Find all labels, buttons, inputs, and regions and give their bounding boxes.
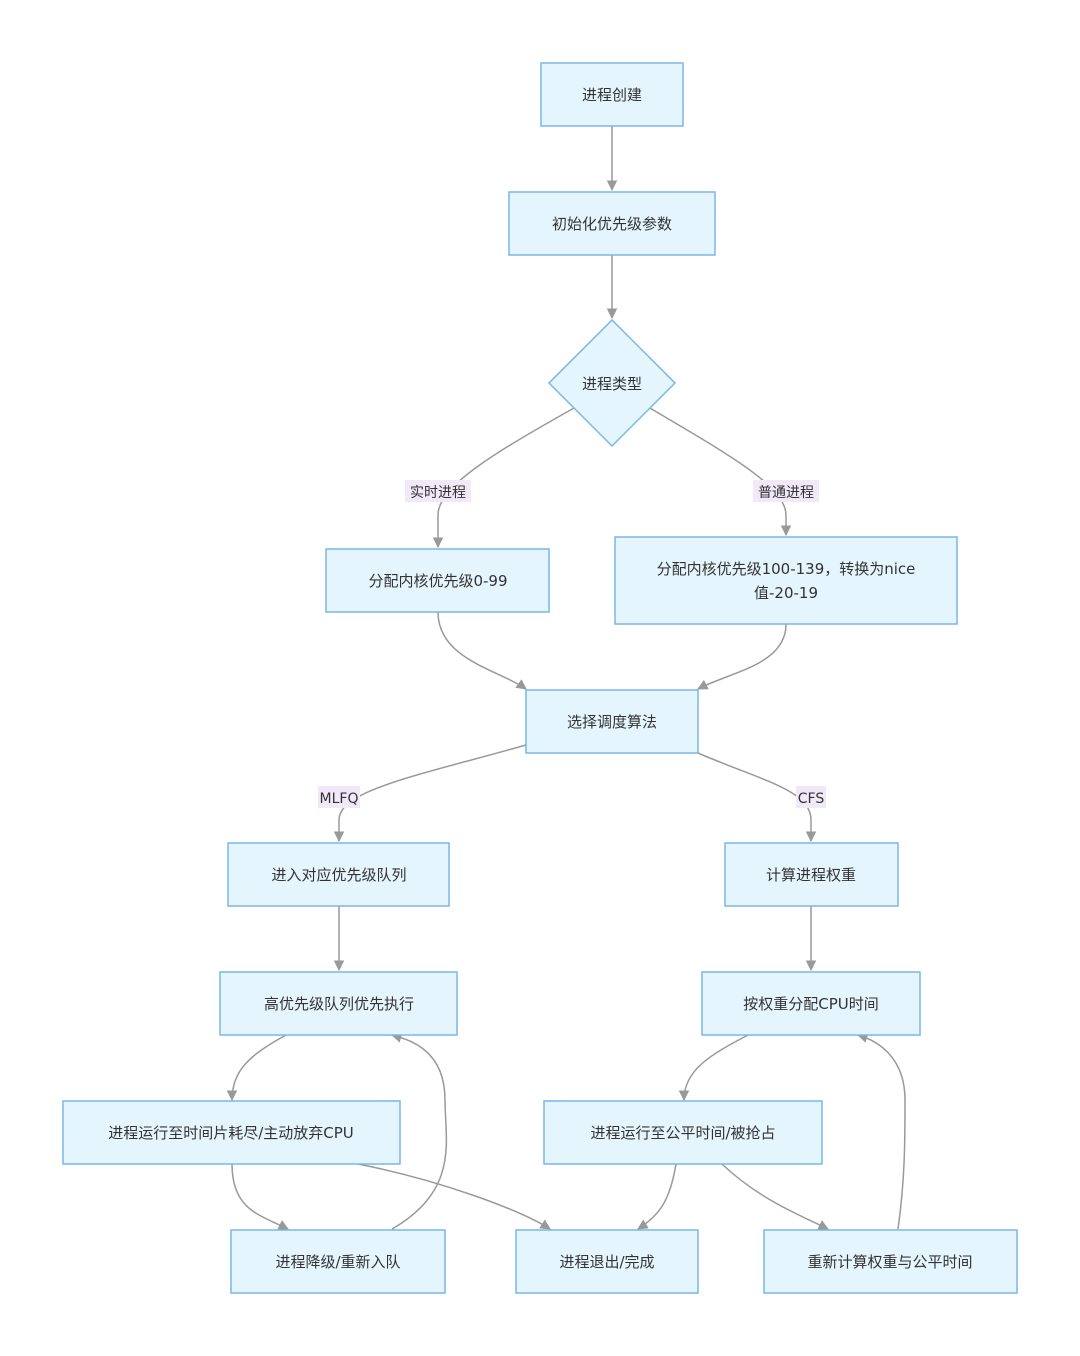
svg-text:进程创建: 进程创建 — [582, 86, 642, 104]
svg-text:分配内核优先级100-139，转换为nice: 分配内核优先级100-139，转换为nice — [657, 560, 916, 578]
edge-type-rt — [432, 407, 575, 549]
svg-text:初始化优先级参数: 初始化优先级参数 — [552, 215, 672, 233]
node-exit: 进程退出/完成 — [515, 1229, 699, 1294]
node-run-fair: 进程运行至公平时间/被抢占 — [543, 1100, 823, 1165]
edge-label-mlfq: MLFQ — [318, 786, 360, 808]
edge-normal-select — [697, 623, 787, 690]
svg-text:MLFQ: MLFQ — [320, 791, 359, 807]
svg-text:进入对应优先级队列: 进入对应优先级队列 — [271, 866, 406, 884]
edge-alloc-runfair — [678, 1034, 749, 1102]
svg-text:按权重分配CPU时间: 按权重分配CPU时间 — [743, 995, 879, 1013]
svg-text:选择调度算法: 选择调度算法 — [567, 713, 657, 731]
svg-text:进程退出/完成: 进程退出/完成 — [559, 1253, 654, 1271]
svg-text:高优先级队列优先执行: 高优先级队列优先执行 — [264, 995, 414, 1013]
svg-text:CFS: CFS — [798, 791, 825, 807]
svg-text:进程降级/重新入队: 进程降级/重新入队 — [275, 1253, 400, 1271]
svg-text:进程类型: 进程类型 — [582, 375, 642, 393]
node-enter-queue: 进入对应优先级队列 — [227, 842, 450, 907]
node-demote: 进程降级/重新入队 — [230, 1229, 446, 1294]
svg-text:普通进程: 普通进程 — [758, 485, 814, 501]
edge-select-mlfq — [333, 744, 527, 843]
edge-high-runslice — [226, 1034, 287, 1102]
node-calc-weight: 计算进程权重 — [724, 842, 899, 907]
edge-rt-select — [437, 611, 527, 690]
edge-runslice-exit — [357, 1163, 551, 1230]
node-alloc-cpu: 按权重分配CPU时间 — [701, 971, 921, 1036]
edge-recalc-alloc — [856, 1032, 906, 1230]
svg-text:进程运行至时间片耗尽/主动放弃CPU: 进程运行至时间片耗尽/主动放弃CPU — [108, 1124, 354, 1142]
edge-runslice-demote — [231, 1163, 289, 1230]
node-select-algorithm: 选择调度算法 — [525, 689, 699, 754]
node-recalc: 重新计算权重与公平时间 — [763, 1229, 1018, 1294]
node-create: 进程创建 — [540, 62, 684, 127]
edge-label-realtime: 实时进程 — [405, 480, 471, 502]
node-run-slice: 进程运行至时间片耗尽/主动放弃CPU — [62, 1100, 401, 1165]
svg-text:计算进程权重: 计算进程权重 — [766, 866, 856, 884]
edge-demote-high — [390, 1032, 448, 1230]
node-high-exec: 高优先级队列优先执行 — [219, 971, 458, 1036]
node-type-decision: 进程类型 — [547, 318, 677, 448]
edge-label-normal: 普通进程 — [753, 480, 819, 502]
svg-text:进程运行至公平时间/被抢占: 进程运行至公平时间/被抢占 — [590, 1124, 775, 1142]
svg-text:值-20-19: 值-20-19 — [754, 584, 818, 602]
node-rt-alloc: 分配内核优先级0-99 — [325, 548, 550, 613]
edge-label-cfs: CFS — [796, 786, 826, 808]
node-normal-alloc: 分配内核优先级100-139，转换为nice 值-20-19 — [614, 536, 958, 625]
edge-select-cfs — [697, 752, 817, 843]
edge-type-normal — [649, 407, 792, 537]
edge-runfair-exit — [637, 1163, 677, 1230]
svg-text:实时进程: 实时进程 — [410, 485, 466, 501]
svg-text:重新计算权重与公平时间: 重新计算权重与公平时间 — [807, 1253, 972, 1271]
svg-text:分配内核优先级0-99: 分配内核优先级0-99 — [368, 572, 507, 590]
edges — [226, 126, 906, 1230]
node-init: 初始化优先级参数 — [508, 191, 716, 256]
edge-runfair-recalc — [721, 1163, 829, 1230]
